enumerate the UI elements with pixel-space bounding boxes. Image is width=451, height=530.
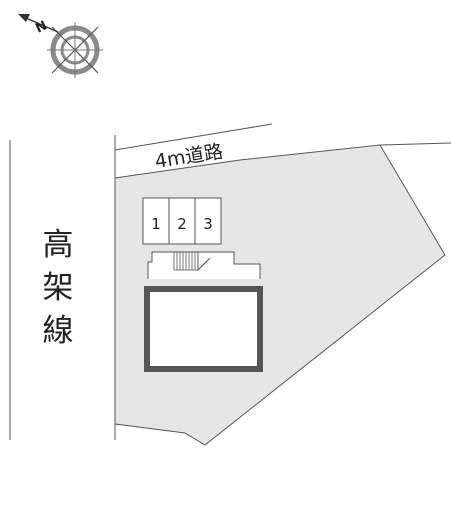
building xyxy=(144,286,263,372)
parking-slot-number: 3 xyxy=(203,215,213,233)
compass-rose xyxy=(47,22,103,78)
parking-slot xyxy=(168,197,196,245)
parking-slot xyxy=(142,197,170,245)
north-arrow-icon xyxy=(18,14,59,33)
svg-text:線: 線 xyxy=(43,313,74,349)
compass-icon: N xyxy=(18,14,103,78)
lot-edge-extension xyxy=(379,142,451,146)
building-entrance xyxy=(147,251,261,279)
svg-text:高: 高 xyxy=(43,227,74,263)
svg-text:架: 架 xyxy=(43,270,74,306)
parking-slot xyxy=(194,197,222,245)
elevated-line-label: 高 架 線 xyxy=(43,227,74,349)
parking-slot-number: 1 xyxy=(151,215,161,233)
entrance-steps xyxy=(173,252,198,271)
parking-slot-number: 2 xyxy=(177,215,187,233)
parking-area: 1 2 3 xyxy=(142,197,222,245)
north-label: N xyxy=(33,18,49,36)
road-edge-upper xyxy=(114,123,273,151)
